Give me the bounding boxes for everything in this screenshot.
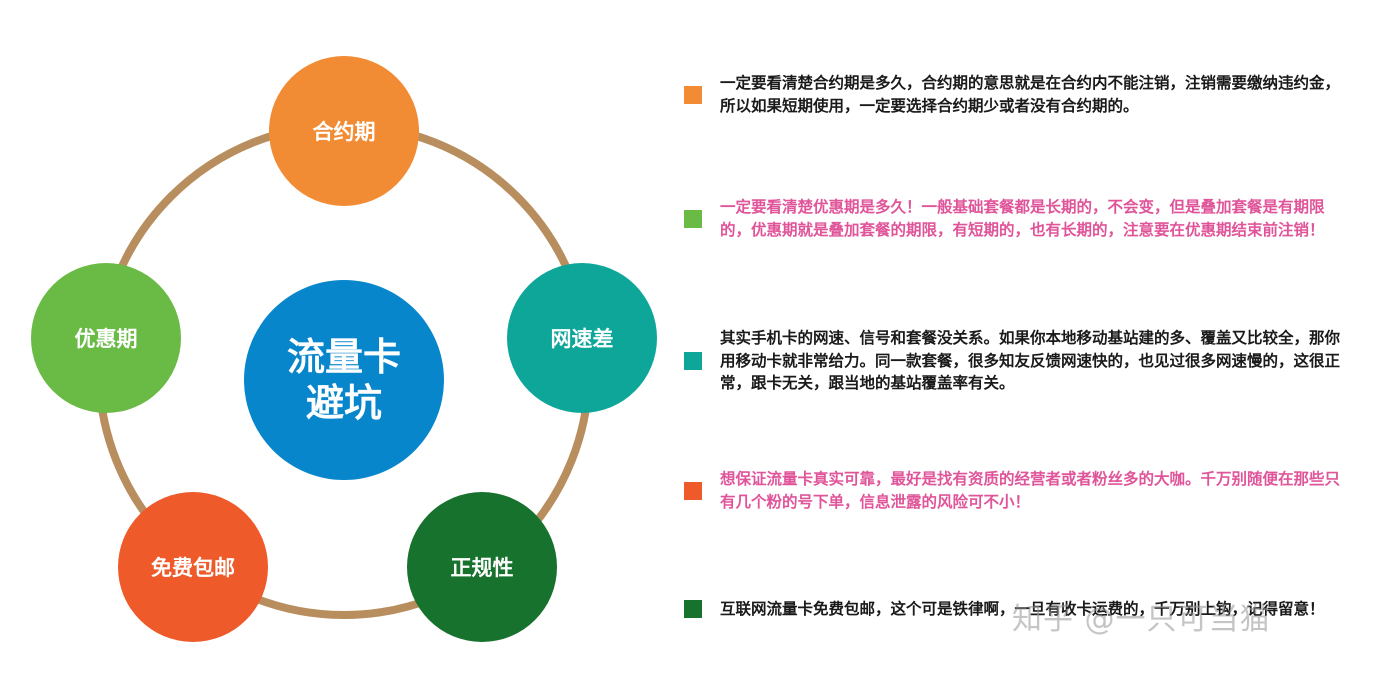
node-discount-period-label: 优惠期 [74,327,138,351]
node-legitimacy-label: 正规性 [450,556,514,580]
legend-swatch [684,481,702,500]
legend-text: 想保证流量卡真实可靠，最好是找有资质的经营者或者粉丝多的大咖。千万别随便在那些只… [720,470,1341,511]
watermark: 知乎 @一只可当猫 [1012,602,1271,637]
legend-item-free-shipping: 互联网流量卡免费包邮，这个可是铁律啊，一旦有收卡运费的，千万别上钩，记得留意！ [684,598,1350,621]
node-free-shipping-label: 免费包邮 [151,556,235,580]
legend-item-legitimacy: 想保证流量卡真实可靠，最好是找有资质的经营者或者粉丝多的大咖。千万别随便在那些只… [684,468,1350,513]
legend-text: 一定要看清楚优惠期是多久！一般基础套餐都是长期的，不会变，但是叠加套餐是有期限的… [720,198,1325,239]
node-legitimacy: 正规性 [407,492,557,642]
center-title-line1: 流量卡 [286,335,401,379]
center-title-line2: 避坑 [305,381,382,425]
legend-item-discount-period: 一定要看清楚优惠期是多久！一般基础套餐都是长期的，不会变，但是叠加套餐是有期限的… [684,196,1350,241]
node-network-speed: 网速差 [507,263,657,413]
node-contract-period-label: 合约期 [312,120,376,144]
center-title-circle: 流量卡 避坑 [244,280,444,480]
node-discount-period: 优惠期 [31,263,181,413]
node-contract-period: 合约期 [269,56,419,206]
legend-swatch [684,209,702,228]
legend-swatch [684,351,702,370]
legend-item-contract-period: 一定要看清楚合约期是多久，合约期的意思就是在合约内不能注销，注销需要缴纳违约金，… [684,72,1350,117]
legend-text: 一定要看清楚合约期是多久，合约期的意思就是在合约内不能注销，注销需要缴纳违约金，… [720,74,1341,115]
legend-swatch [684,85,702,104]
legend-item-network-speed: 其实手机卡的网速、信号和套餐没关系。如果你本地移动基站建的多、覆盖又比较全，那你… [684,327,1350,395]
legend-text: 互联网流量卡免费包邮，这个可是铁律啊，一旦有收卡运费的，千万别上钩，记得留意！ [720,600,1325,618]
node-network-speed-label: 网速差 [550,327,614,351]
legend-text: 其实手机卡的网速、信号和套餐没关系。如果你本地移动基站建的多、覆盖又比较全，那你… [720,329,1341,392]
legend-swatch [684,600,702,619]
node-free-shipping: 免费包邮 [118,492,268,642]
